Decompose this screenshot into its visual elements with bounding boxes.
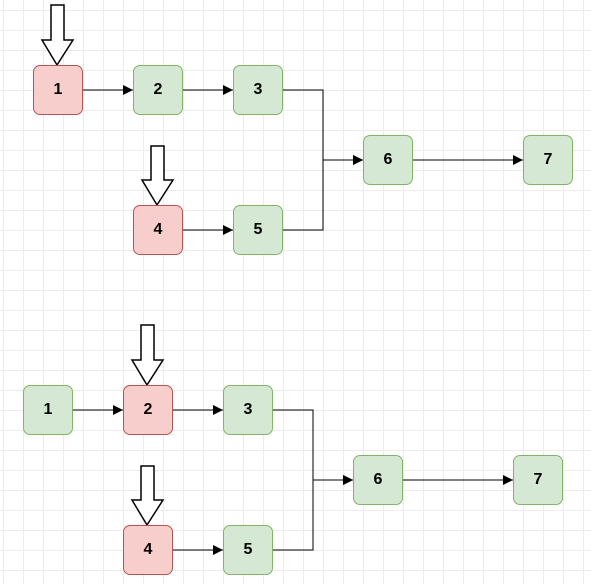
node-3[interactable]: 3 bbox=[233, 65, 283, 115]
node-5[interactable]: 5 bbox=[223, 525, 273, 575]
node-5[interactable]: 5 bbox=[233, 205, 283, 255]
node-3[interactable]: 3 bbox=[223, 385, 273, 435]
node-1[interactable]: 1 bbox=[33, 65, 83, 115]
node-4[interactable]: 4 bbox=[133, 205, 183, 255]
entry-arrow-icon bbox=[130, 465, 165, 527]
edge-3-6 bbox=[283, 89, 363, 165]
node-7[interactable]: 7 bbox=[523, 135, 573, 185]
entry-arrow-icon bbox=[130, 324, 165, 387]
node-2[interactable]: 2 bbox=[133, 65, 183, 115]
entry-arrow-icon bbox=[40, 4, 75, 67]
edge-3-6 bbox=[273, 409, 353, 485]
node-4[interactable]: 4 bbox=[123, 525, 173, 575]
edge-5-6 bbox=[273, 475, 353, 551]
entry-arrow-icon bbox=[140, 145, 175, 207]
node-6[interactable]: 6 bbox=[363, 135, 413, 185]
node-2[interactable]: 2 bbox=[123, 385, 173, 435]
edge-5-6 bbox=[283, 155, 363, 231]
node-6[interactable]: 6 bbox=[353, 455, 403, 505]
node-1[interactable]: 1 bbox=[23, 385, 73, 435]
node-7[interactable]: 7 bbox=[513, 455, 563, 505]
